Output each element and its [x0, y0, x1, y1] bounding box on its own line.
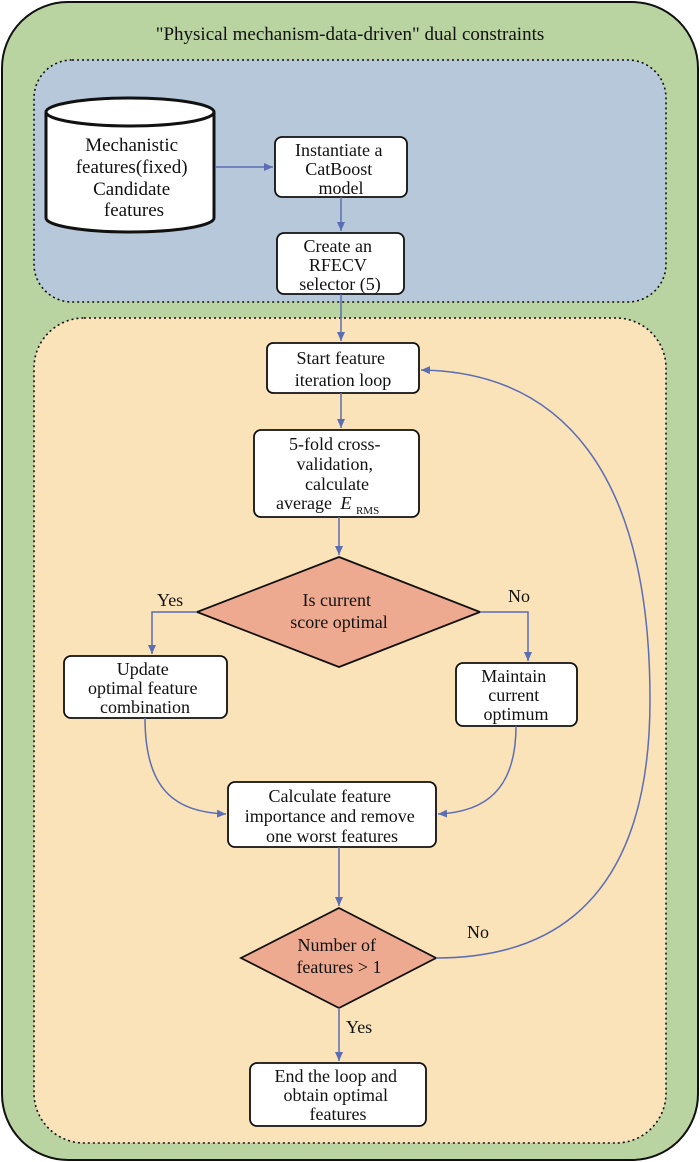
start-loop-line-1: Start feature	[297, 348, 385, 368]
cv-line-2: validation,	[297, 454, 373, 474]
e-rms-symbol: E	[339, 493, 351, 513]
database-line-3: Candidate	[93, 179, 170, 200]
svg-text:Maintain current o: Maintain current optimum	[481, 666, 551, 724]
end-loop-box: End the loop and obtain optimal features	[249, 1062, 427, 1127]
svg-text:Start feature iteration: Start feature iteration loop	[295, 348, 391, 390]
rfecv-line-3: selector (5)	[299, 274, 380, 295]
update-line-1: Update	[117, 659, 169, 679]
cv-line-1: 5-fold cross-	[289, 434, 380, 454]
decision-optimal-line-2: score optimal	[290, 612, 387, 632]
svg-text:End the loop and obtain: End the loop and obtain optimal features	[275, 1066, 402, 1124]
svg-text:average E RMS: average E RMS	[276, 493, 379, 517]
start-loop-box: Start feature iteration loop	[266, 342, 420, 394]
rfecv-line-2: RFECV	[309, 255, 367, 275]
svg-text:Instantiate a CatBoost: Instantiate a CatBoost model	[295, 140, 387, 198]
rfecv-line-1: Create an	[304, 236, 372, 256]
update-line-3: combination	[100, 697, 190, 717]
instantiate-line-2: CatBoost	[305, 159, 372, 179]
diagram-title: "Physical mechanism-data-driven" dual co…	[156, 24, 545, 45]
arrow-no-to-maintain	[480, 611, 532, 661]
svg-text:Is current score optimal: Is current score optimal	[290, 590, 387, 632]
svg-text:5-fold cross- validation: 5-fold cross- validation, calculate	[289, 434, 385, 494]
svg-text:Number of features > 1: Number of features > 1	[296, 935, 381, 977]
instantiate-line-1: Instantiate a	[295, 140, 382, 160]
decision-count-line-2: features > 1	[296, 957, 381, 977]
calc-line-3: one worst features	[266, 826, 398, 846]
start-loop-line-2: iteration loop	[295, 370, 391, 390]
arrow-no-loop-back	[420, 366, 651, 959]
maintain-line-3: optimum	[483, 704, 548, 724]
e-rms-subscript: RMS	[356, 505, 379, 517]
cv-line-4: average	[276, 493, 332, 513]
end-line-1: End the loop and	[275, 1066, 397, 1086]
svg-text:Mechanistic features(fix: Mechanistic features(fixed) Candidate fe…	[76, 135, 193, 221]
arrow-update-to-calc	[144, 717, 227, 818]
end-line-2: obtain optimal	[284, 1085, 388, 1105]
svg-text:Calculate feature import: Calculate feature importance and remove …	[245, 786, 419, 846]
update-optimal-box: Update optimal feature combination	[63, 655, 228, 719]
end-line-3: features	[310, 1104, 367, 1124]
connector-arrows	[144, 163, 651, 1061]
decision-optimal-line-1: Is current	[303, 590, 371, 610]
cv-line-3: calculate	[305, 474, 369, 494]
arrow-yes-to-update	[148, 611, 197, 654]
calc-line-1: Calculate feature	[269, 786, 391, 806]
svg-text:Create an RFECV se: Create an RFECV selector (5)	[299, 236, 380, 295]
label-yes-left: Yes	[157, 590, 183, 610]
instantiate-line-3: model	[319, 178, 364, 198]
svg-text:Update optimal feature: Update optimal feature combination	[88, 659, 202, 717]
decision-count-line-1: Number of	[298, 935, 376, 955]
calc-importance-box: Calculate feature importance and remove …	[227, 781, 437, 848]
instantiate-catboost-box: Instantiate a CatBoost model	[274, 136, 408, 198]
maintain-optimum-box: Maintain current optimum	[455, 662, 578, 727]
update-line-2: optimal feature	[88, 678, 197, 698]
database-cylinder: Mechanistic features(fixed) Candidate fe…	[44, 96, 216, 234]
database-line-4: features	[104, 200, 164, 221]
decision-optimal-diamond: Is current score optimal	[194, 556, 483, 668]
database-line-1: Mechanistic	[85, 135, 178, 156]
calc-line-2: importance and remove	[245, 806, 415, 826]
cross-validation-box: 5-fold cross- validation, calculate aver…	[253, 429, 420, 518]
maintain-line-2: current	[488, 685, 539, 705]
label-no-right: No	[508, 586, 530, 606]
maintain-line-1: Maintain	[481, 666, 546, 686]
label-no-loop: No	[467, 922, 489, 942]
database-line-2: features(fixed)	[76, 157, 188, 178]
label-yes-down: Yes	[346, 1017, 372, 1037]
bottom-panel	[33, 317, 667, 1144]
create-rfecv-box: Create an RFECV selector (5)	[276, 232, 405, 295]
arrow-maintain-to-calc	[437, 725, 517, 818]
